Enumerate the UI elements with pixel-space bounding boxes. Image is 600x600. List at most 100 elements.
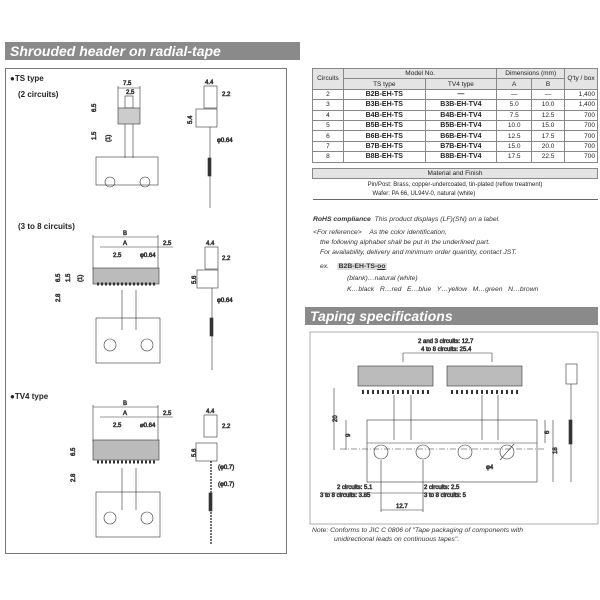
cell-tv4: B6B-EH-TV4	[424, 130, 498, 142]
tv4-front-view	[92, 405, 173, 538]
dim-label: 2 circuits: 2.5	[424, 485, 460, 491]
model-table: Circuits Model No. Dimensions (mm) Q'ty …	[312, 67, 598, 200]
ts-2-circuit-side-view	[195, 85, 218, 208]
dim-label: φ0.64	[217, 298, 233, 304]
col-a: A	[496, 78, 533, 90]
dim-label: 3 to 8 circuits: 5	[424, 493, 467, 499]
cell-ts: B2B-EH-TS	[342, 88, 426, 101]
dim-label: A	[123, 241, 127, 247]
col-tv4: TV4 type	[424, 78, 498, 90]
cell-c: 3	[312, 99, 344, 111]
cell-q: 700	[564, 109, 598, 121]
cell-c: 7	[312, 140, 344, 153]
cell-tv4: —	[424, 88, 498, 101]
cell-ts: B3B-EH-TS	[342, 99, 426, 111]
dim-label: 2.8	[71, 473, 77, 482]
cell-b: 22.5	[531, 151, 566, 163]
ts-type-label: ●TS type	[10, 74, 44, 83]
taping-note: unidirectional leads on continuous tapes…	[334, 536, 460, 543]
ts-circuits-label: (2 circuits)	[18, 90, 59, 99]
cell-q: 1,400	[564, 99, 598, 111]
dim-label: 2.8	[56, 293, 62, 302]
cell-a: 10.0	[496, 119, 533, 132]
cell-q: 700	[564, 151, 598, 163]
ref-text: the following alphabet shall be put in t…	[320, 239, 491, 246]
ex-label: ex.	[320, 263, 330, 270]
cell-b: 17.5	[531, 130, 566, 142]
dim-label: 4.4	[206, 241, 215, 247]
rohs-text: This product displays (LF)(SN) on a labe…	[374, 216, 500, 223]
col-qty: Q'ty / box	[564, 68, 598, 90]
dim-label: 2.2	[222, 92, 231, 98]
cell-b: 10.0	[531, 99, 566, 111]
dim-label: 6.5	[56, 273, 62, 282]
section-header: Shrouded header on radial-tape	[5, 42, 300, 60]
cell-q: 700	[564, 140, 598, 153]
ts-2-circuit-front-view	[95, 86, 159, 188]
cell-a: 7.5	[496, 109, 533, 121]
dim-label: 5.6	[192, 448, 198, 457]
dim-label: 1.5	[66, 273, 72, 282]
example-code-suffix: oo	[377, 263, 386, 270]
cell-ts: B7B-EH-TS	[342, 140, 426, 153]
material-wafer: Wafer: PA 66, UL94V-0, natural (white)	[312, 188, 598, 200]
dim-label: 2.5	[163, 241, 172, 247]
cell-q: 700	[564, 130, 598, 142]
tv4-type-label: ●TV4 type	[10, 392, 49, 401]
color-blank: (blank)…natural (white)	[347, 275, 418, 282]
ts-multi-circuit-side-view	[196, 246, 219, 370]
col-b: B	[531, 78, 566, 90]
taping-header: Taping specifications	[305, 307, 598, 325]
example-code: B2B-EH-TS-oo	[336, 263, 388, 270]
dim-label: φ0.64	[140, 253, 156, 259]
cell-b: 20.0	[531, 140, 566, 153]
rohs-label: RoHS compliance	[313, 216, 371, 223]
dim-label: ⌀0.64	[140, 423, 156, 429]
dim-label: 12.7	[396, 504, 408, 510]
dim-label: 6.5	[92, 103, 98, 112]
dim-label: 4.4	[206, 409, 215, 415]
col-circuits: Circuits	[312, 68, 344, 90]
dim-label: 2.2	[222, 256, 231, 262]
ref-text: As the color identification,	[369, 229, 447, 236]
dim-label: (1)	[78, 275, 84, 282]
cell-tv4: B7B-EH-TV4	[424, 140, 498, 153]
tv4-side-view	[195, 414, 218, 545]
dim-label: A	[123, 411, 127, 417]
dim-label: 20	[333, 415, 339, 422]
dim-label: (φ0.7)	[218, 482, 234, 488]
cell-tv4: B5B-EH-TV4	[424, 119, 498, 132]
dim-label: 7.5	[123, 81, 132, 87]
cell-c: 8	[312, 151, 344, 163]
cell-q: 1,400	[564, 88, 598, 101]
color-codes: K…black R…red E…blue Y…yellow M…green N……	[347, 286, 539, 293]
cell-c: 2	[312, 88, 344, 101]
drawings-panel	[5, 68, 287, 554]
dim-label: 2.5	[113, 253, 122, 259]
ref-label: <For reference>	[313, 229, 362, 236]
dim-label: 5.4	[188, 115, 194, 124]
dim-label: 4.4	[205, 80, 214, 86]
cell-ts: B5B-EH-TS	[342, 119, 426, 132]
dim-label: 2.2	[222, 424, 231, 430]
col-dims: Dimensions (mm)	[496, 67, 566, 80]
material-pin: Pin/Post: Brass, copper-undercoated, tin…	[367, 182, 543, 189]
cell-b: 15.0	[531, 119, 566, 132]
circuits-3-8-label: (3 to 8 circuits)	[18, 222, 75, 231]
dim-label: 2 circuits: 5.1	[337, 485, 373, 491]
cell-c: 6	[312, 130, 344, 142]
col-model: Model No.	[342, 67, 498, 80]
cell-b: —	[531, 88, 566, 101]
dim-label: B	[123, 401, 127, 407]
cell-a: 5.0	[496, 99, 533, 111]
cell-ts: B8B-EH-TS	[342, 151, 426, 163]
dim-label: (1)	[106, 135, 112, 142]
cell-c: 5	[312, 119, 344, 132]
dim-label: 18	[553, 447, 559, 454]
cell-a: 15.0	[496, 140, 533, 153]
